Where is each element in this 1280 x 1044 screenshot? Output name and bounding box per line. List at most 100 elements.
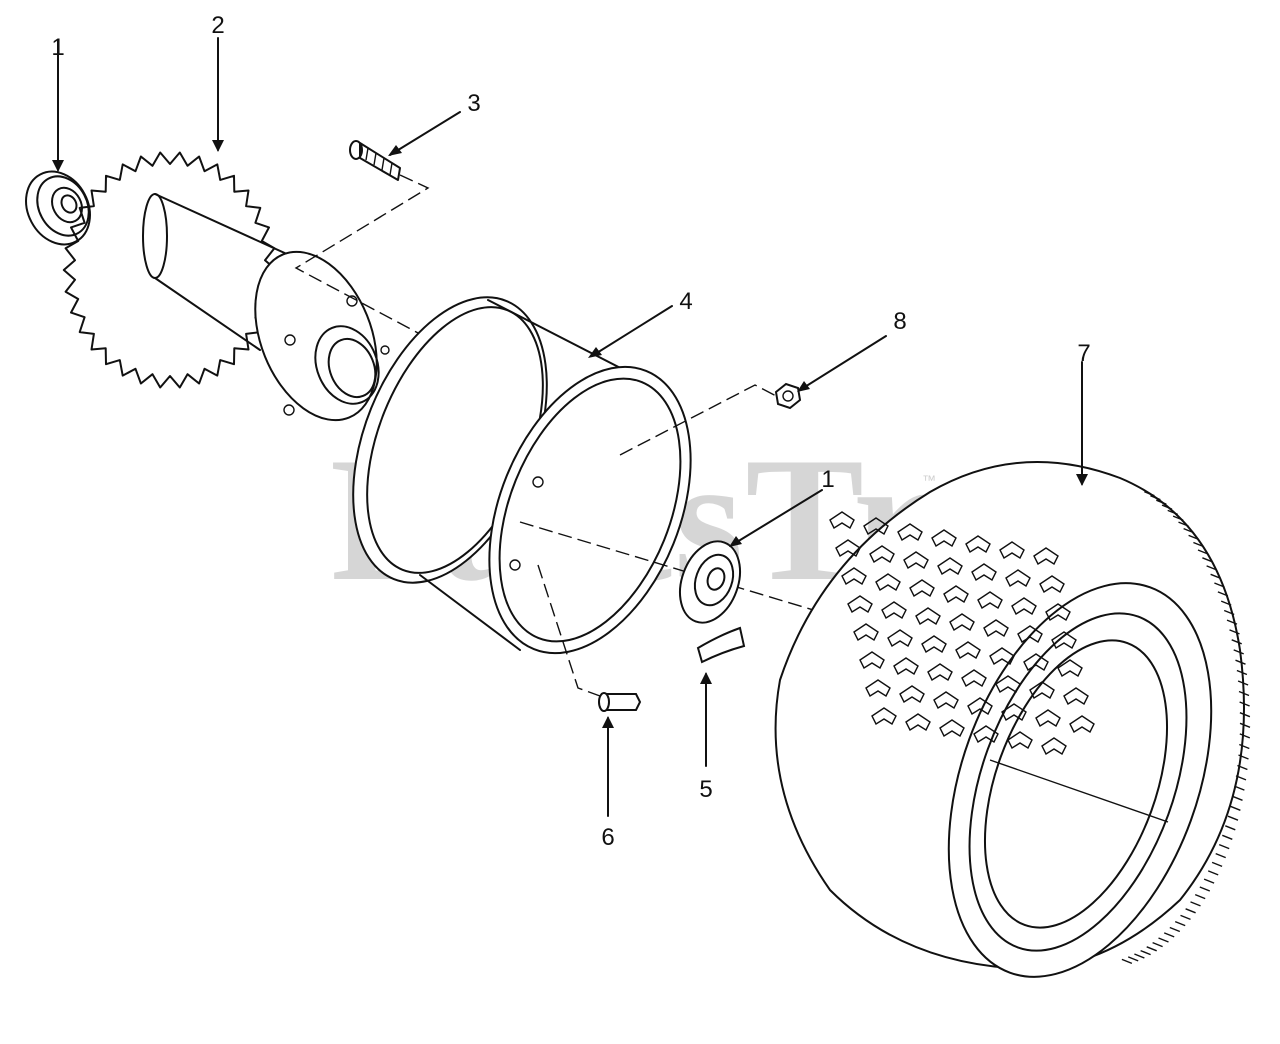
sidewall-rib — [1163, 932, 1175, 938]
tread-block — [927, 663, 953, 682]
sidewall-rib — [1134, 953, 1145, 959]
sidewall-rib — [1232, 795, 1243, 801]
sidewall-rib — [1237, 680, 1249, 686]
tread-block — [949, 613, 975, 632]
tire-part — [774, 361, 1251, 978]
sidewall-rib — [1229, 629, 1240, 635]
tread-block — [853, 623, 879, 642]
sidewall-rib — [1161, 504, 1173, 510]
callout-5: 5 — [699, 776, 713, 803]
sidewall-rib — [1146, 946, 1157, 952]
sidewall-rib — [1185, 908, 1196, 914]
sidewall-rib — [1218, 843, 1230, 850]
tread-block — [937, 557, 963, 576]
tread-block — [983, 619, 1009, 638]
callout-8: 8 — [893, 308, 907, 335]
bearing-right-part — [679, 489, 823, 624]
sidewall-rib — [1214, 582, 1225, 588]
tread-block — [1035, 709, 1061, 728]
sidewall-rib — [1202, 557, 1213, 563]
tread-block — [835, 539, 861, 558]
tread-block — [1069, 715, 1095, 734]
sidewall-rib — [1239, 743, 1250, 750]
sidewall-rib — [1215, 852, 1226, 859]
sidewall-rib — [1172, 515, 1184, 521]
callout-6: 6 — [601, 824, 615, 851]
sidewall-rib — [1193, 541, 1204, 548]
tread-block — [989, 647, 1015, 666]
tread-block — [921, 635, 947, 654]
tread-block — [933, 691, 959, 710]
sidewall-rib — [1174, 920, 1186, 927]
sidewall-rib — [1210, 573, 1221, 579]
sidewall-rib — [1211, 861, 1223, 868]
sidewall-rib — [1207, 870, 1219, 876]
tread-block — [829, 511, 855, 530]
valve-stem-part — [537, 564, 642, 817]
trademark-symbol: ™ — [922, 472, 936, 488]
tread-block — [1033, 547, 1059, 566]
sidewall-rib — [1223, 609, 1235, 616]
sidewall-rib — [1226, 619, 1238, 625]
sidewall-rib — [1237, 764, 1248, 771]
sidewall-rib — [1238, 754, 1249, 760]
tread-block — [1057, 659, 1083, 678]
tread-block — [931, 529, 957, 548]
sidewall-rib — [1220, 600, 1232, 606]
tread-block — [869, 545, 895, 564]
sidewall-rib — [1156, 499, 1167, 505]
tread-block — [897, 523, 923, 542]
sidewall-rib — [1169, 926, 1181, 933]
callout-4: 4 — [679, 288, 693, 315]
sidewall-rib — [1206, 565, 1217, 571]
tread-block — [1007, 731, 1033, 750]
tread-block — [977, 591, 1003, 610]
tread-block — [881, 601, 907, 620]
tread-block — [899, 685, 925, 704]
sidewall-rib — [1183, 527, 1194, 534]
sidewall-rib — [1188, 534, 1199, 541]
sidewall-rib — [1222, 834, 1233, 840]
tread-block — [903, 551, 929, 570]
tread-block — [909, 579, 935, 598]
tread-block — [875, 573, 901, 592]
sidewall-rib — [1167, 509, 1178, 516]
sidewall-rib — [1225, 825, 1236, 831]
sidewall-rib — [1194, 893, 1206, 900]
tread-block — [863, 517, 889, 536]
sidewall-rib — [1239, 712, 1251, 718]
tread-block — [943, 585, 969, 604]
tread-block — [905, 713, 931, 732]
sidewall-rib — [1158, 937, 1169, 943]
sidewall-rib — [1144, 491, 1155, 497]
tread-block — [1017, 625, 1043, 644]
tread-block — [915, 607, 941, 626]
sidewall-rib — [1235, 775, 1247, 781]
tread-block — [1011, 597, 1037, 616]
tread-block — [967, 697, 993, 716]
sidewall-rib — [1152, 941, 1163, 948]
tread-block — [939, 719, 965, 738]
tread-block — [1041, 737, 1067, 756]
sidewall-rib — [1217, 591, 1229, 597]
tread-block — [973, 725, 999, 744]
sidewall-rib — [1190, 901, 1201, 907]
sidewall-rib — [1127, 956, 1139, 962]
hub-part — [254, 250, 390, 422]
tread-block — [1063, 687, 1089, 706]
tread-block — [841, 567, 867, 586]
sidewall-rib — [1199, 886, 1211, 892]
callout-2: 2 — [211, 12, 225, 39]
tread-block — [1029, 681, 1055, 700]
nut-part — [774, 335, 887, 410]
bearing-left-part — [25, 39, 91, 246]
tread-block — [995, 675, 1021, 694]
sidewall-rib — [1234, 785, 1245, 791]
tread-block — [999, 541, 1025, 560]
tire-tread — [829, 491, 1251, 965]
tread-block — [1023, 653, 1049, 672]
key-part — [696, 626, 746, 767]
rim-part — [352, 296, 821, 655]
bolt-part — [294, 111, 461, 335]
